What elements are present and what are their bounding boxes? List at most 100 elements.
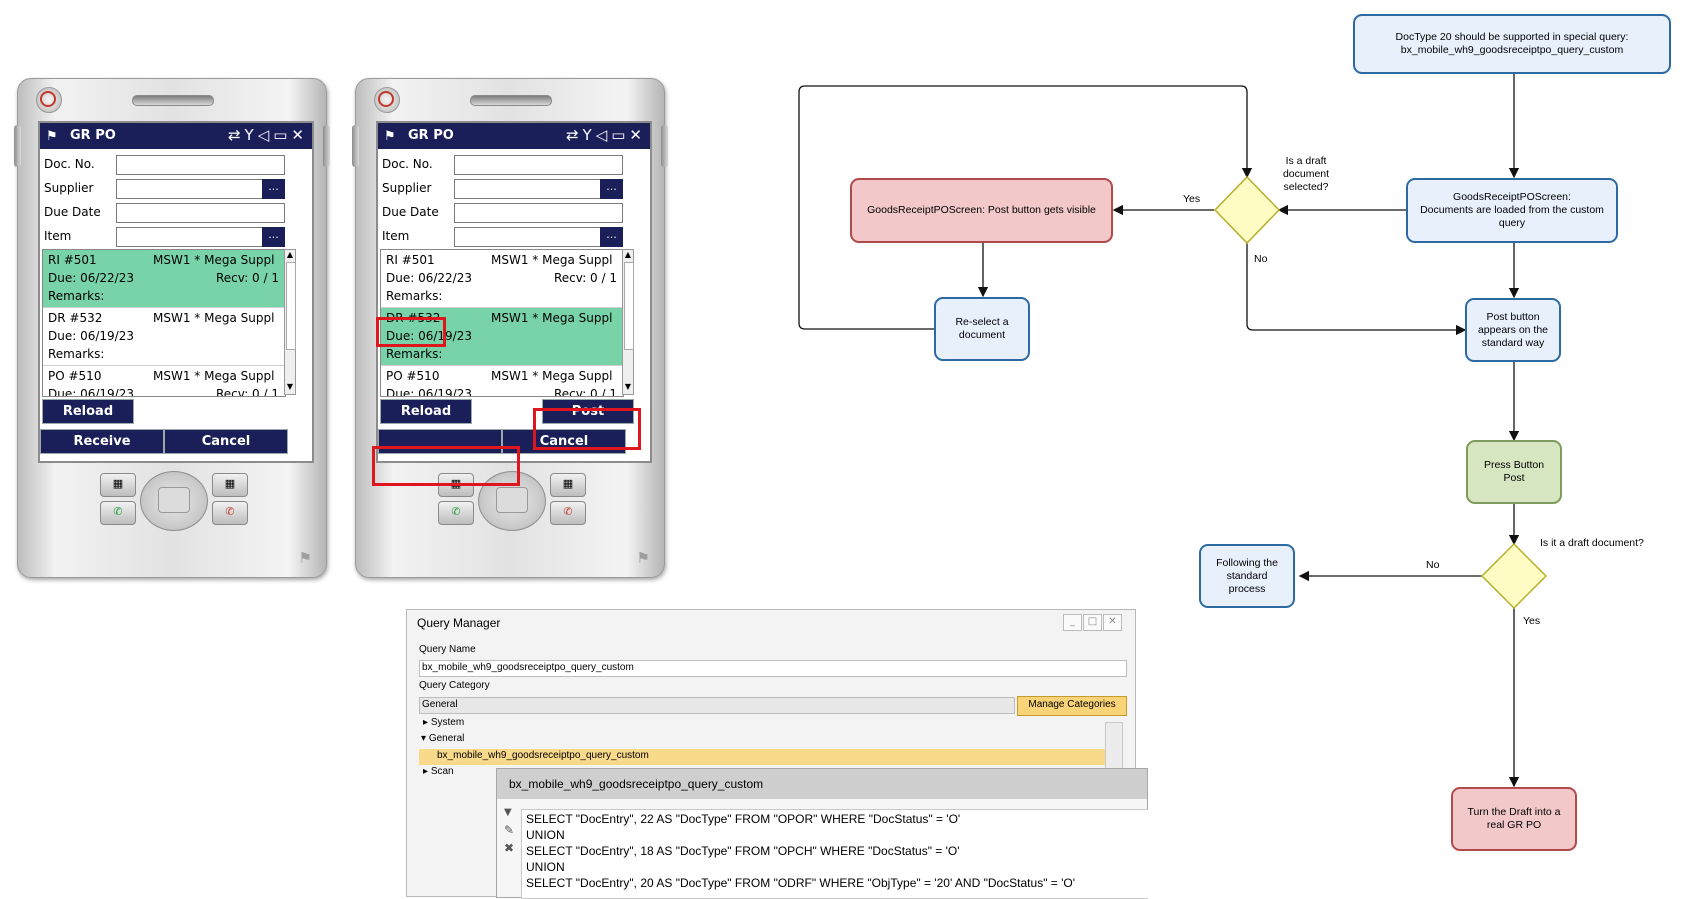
power-button[interactable] xyxy=(374,87,400,113)
call-key-icon[interactable]: ✆ xyxy=(438,501,474,525)
collapse-icon[interactable]: ▼ xyxy=(504,807,512,818)
list-scrollbar[interactable]: ▲ ▼ xyxy=(622,249,634,395)
receive-button[interactable]: Receive xyxy=(40,429,164,454)
list-item[interactable]: RI #501 MSW1 * Mega Suppl Due: 06/22/23 … xyxy=(381,250,623,308)
end-call-key-icon[interactable]: ✆ xyxy=(212,501,248,525)
empty-action-button[interactable] xyxy=(378,429,502,454)
item-lookup-button[interactable]: ... xyxy=(262,227,285,247)
doc-remarks: Remarks: xyxy=(386,347,443,361)
node-press-post: Press Button Post xyxy=(1466,440,1562,504)
close-icon[interactable]: ✕ xyxy=(291,126,308,144)
doc-recv: Recv: 0 / 1 xyxy=(215,271,279,285)
scroll-down-icon[interactable]: ▼ xyxy=(624,382,632,391)
decision-draft-selected xyxy=(1213,175,1281,245)
battery-icon: ▭ xyxy=(611,126,630,144)
sql-editor[interactable]: SELECT "DocEntry", 22 AS "DocType" FROM … xyxy=(521,809,1148,899)
dpad[interactable] xyxy=(140,471,208,531)
doc-remarks: Remarks: xyxy=(386,289,443,303)
side-button-right xyxy=(323,125,330,167)
reload-button[interactable]: Reload xyxy=(42,399,134,424)
scroll-thumb[interactable] xyxy=(286,262,296,350)
side-button-left xyxy=(14,125,21,167)
sql-line: SELECT "DocEntry", 18 AS "DocType" FROM … xyxy=(526,844,960,858)
dpad-center-button[interactable] xyxy=(158,487,190,513)
device-screen: ⚑ GR PO ⇄Y◁▭✕ Doc. No. Supplier ... Due … xyxy=(38,121,314,463)
volume-icon: ◁ xyxy=(595,126,612,144)
cancel-button[interactable]: Cancel xyxy=(164,429,288,454)
tree-node-system[interactable]: ▸ System xyxy=(423,717,464,728)
query-category-field[interactable]: General xyxy=(419,697,1015,714)
document-list[interactable]: RI #501 MSW1 * Mega Suppl Due: 06/22/23 … xyxy=(380,249,624,397)
sql-line: UNION xyxy=(526,828,565,842)
list-item[interactable]: PO #510 MSW1 * Mega Suppl Due: 06/19/23 … xyxy=(381,366,623,397)
tree-selected-row[interactable] xyxy=(419,749,1111,765)
maximize-icon[interactable]: □ xyxy=(1083,614,1102,631)
contacts-key-icon[interactable]: ▦ xyxy=(212,473,248,497)
query-name-input[interactable]: bx_mobile_wh9_goodsreceiptpo_query_custo… xyxy=(419,660,1127,677)
minimize-icon[interactable]: _ xyxy=(1063,614,1082,631)
windows-flag-icon[interactable]: ⚑ xyxy=(384,129,396,144)
popup-title: bx_mobile_wh9_goodsreceiptpo_query_custo… xyxy=(497,769,1147,799)
expand-arrow-icon[interactable]: ▸ xyxy=(423,766,429,777)
collapse-arrow-icon[interactable]: ▾ xyxy=(421,733,427,744)
contacts-key-icon[interactable]: ▦ xyxy=(550,473,586,497)
side-button-left xyxy=(352,125,359,167)
close-icon[interactable]: ✕ xyxy=(629,126,646,144)
manage-categories-button[interactable]: Manage Categories xyxy=(1017,696,1127,716)
due-date-label: Due Date xyxy=(382,205,439,219)
query-popup: bx_mobile_wh9_goodsreceiptpo_query_custo… xyxy=(496,768,1148,899)
doc-number: RI #501 xyxy=(386,253,435,267)
doc-due: Due: 06/19/23 xyxy=(48,329,134,343)
doc-no-input[interactable] xyxy=(454,155,623,175)
close-icon[interactable]: ✕ xyxy=(1103,614,1122,631)
signal-icon: Y xyxy=(244,126,258,144)
query-manager-window: Query Manager _ □ ✕ Query Name bx_mobile… xyxy=(406,609,1148,899)
tree-label: System xyxy=(430,717,465,728)
tree-label: Scan xyxy=(430,766,454,777)
due-date-input[interactable] xyxy=(454,203,623,223)
scroll-thumb[interactable] xyxy=(624,262,634,350)
edit-pencil-icon[interactable]: ✎ xyxy=(504,823,515,837)
supplier-lookup-button[interactable]: ... xyxy=(600,179,623,199)
item-row: Item ... xyxy=(382,227,646,247)
list-scrollbar[interactable]: ▲ ▼ xyxy=(284,249,296,395)
supplier-lookup-button[interactable]: ... xyxy=(262,179,285,199)
label-no-1: No xyxy=(1254,253,1268,265)
windows-flag-icon[interactable]: ⚑ xyxy=(46,129,58,144)
tools-icon[interactable]: ✖ xyxy=(504,841,515,855)
end-call-key-icon[interactable]: ✆ xyxy=(550,501,586,525)
list-item[interactable]: PO #510 MSW1 * Mega Suppl Due: 06/19/23 … xyxy=(43,366,285,396)
doc-recv: Recv: 0 / 1 xyxy=(553,387,617,397)
arrow-reselect-loop xyxy=(798,85,1253,330)
calendar-key-icon[interactable]: ▦ xyxy=(100,473,136,497)
node-post-visible-text: GoodsReceiptPOScreen: Post button gets v… xyxy=(867,204,1096,216)
power-button[interactable] xyxy=(36,87,62,113)
document-list[interactable]: RI #501 MSW1 * Mega Suppl Due: 06/22/23 … xyxy=(42,249,286,397)
post-button[interactable]: Post xyxy=(542,399,634,424)
due-date-input[interactable] xyxy=(116,203,285,223)
reload-button[interactable]: Reload xyxy=(380,399,472,424)
scroll-up-icon[interactable]: ▲ xyxy=(624,250,632,259)
title-bar: ⚑ GR PO ⇄Y◁▭✕ xyxy=(378,123,650,149)
screen-title: GR PO xyxy=(408,128,454,143)
tree-node-general[interactable]: ▾ General xyxy=(421,733,464,744)
doc-no-input[interactable] xyxy=(116,155,285,175)
dpad-center-button[interactable] xyxy=(496,487,528,513)
list-item[interactable]: RI #501 MSW1 * Mega Suppl Due: 06/22/23 … xyxy=(43,250,285,308)
node-turn-draft: Turn the Draft into a real GR PO xyxy=(1451,787,1577,851)
list-item[interactable]: DR #532 MSW1 * Mega Suppl Due: 06/19/23 … xyxy=(43,308,285,366)
doc-due: Due: 06/19/23 xyxy=(386,329,472,343)
tree-node-query[interactable]: bx_mobile_wh9_goodsreceiptpo_query_custo… xyxy=(437,750,649,761)
scroll-down-icon[interactable]: ▼ xyxy=(286,382,294,391)
item-lookup-button[interactable]: ... xyxy=(600,227,623,247)
doc-supplier: MSW1 * Mega Suppl xyxy=(491,311,613,325)
call-key-icon[interactable]: ✆ xyxy=(100,501,136,525)
node-following-standard-text: Following the standard process xyxy=(1216,556,1278,595)
node-reselect: Re-select a document xyxy=(934,297,1030,361)
tree-node-scan[interactable]: ▸ Scan xyxy=(423,766,454,777)
doc-remarks: Remarks: xyxy=(48,289,105,303)
expand-arrow-icon[interactable]: ▸ xyxy=(423,717,429,728)
supplier-label: Supplier xyxy=(44,181,94,195)
scroll-up-icon[interactable]: ▲ xyxy=(286,250,294,259)
